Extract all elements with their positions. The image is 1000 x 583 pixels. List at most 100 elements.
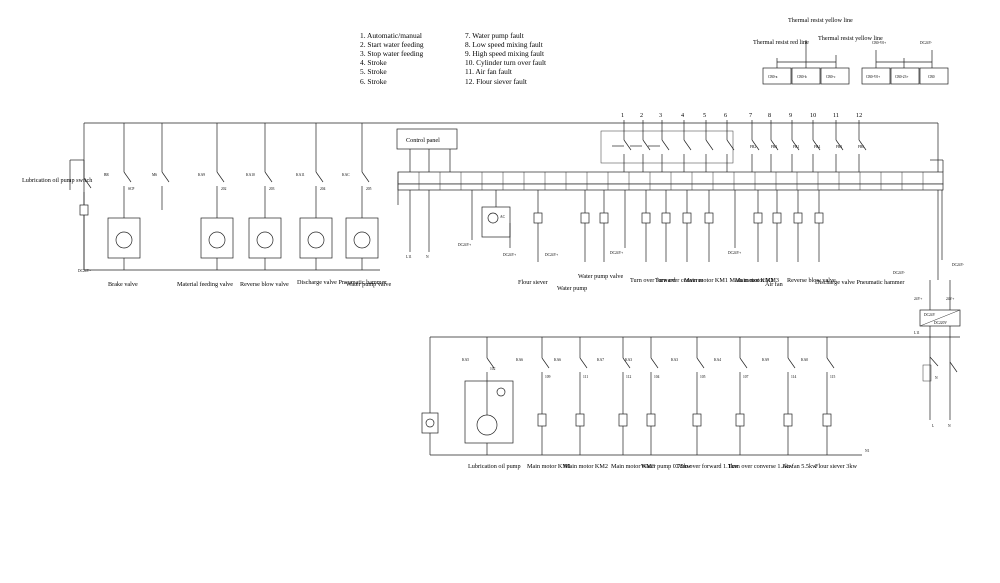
svg-text:N: N bbox=[426, 255, 429, 259]
terminal-switch bbox=[751, 139, 760, 151]
svg-text:5: 5 bbox=[703, 112, 706, 119]
load-num: 104 bbox=[654, 375, 660, 379]
svg-text:Lubrication oil pump: Lubrication oil pump bbox=[468, 463, 521, 470]
load-code: KA3 bbox=[625, 358, 632, 362]
mode-switch-box bbox=[600, 130, 734, 164]
brake-valve: BR SCP Brake valve bbox=[104, 123, 141, 288]
legend-item: 6. Stroke bbox=[360, 77, 387, 86]
legend-item: 3. Stop water feeding bbox=[360, 49, 424, 58]
svg-text:7: 7 bbox=[749, 112, 752, 119]
voltage-label: DC24V+ bbox=[610, 251, 623, 255]
thermal-top-right-label: DC24V- bbox=[920, 41, 933, 45]
svg-text:102: 102 bbox=[490, 367, 496, 371]
load-label: Main motor KM2 bbox=[564, 463, 608, 470]
load-code: KA11 bbox=[296, 173, 305, 177]
plc-label: Main motor KM1 Main motor KM2 bbox=[684, 277, 774, 284]
load-code: BR bbox=[104, 173, 109, 177]
svg-text:FR3: FR3 bbox=[771, 145, 777, 149]
legend-item: 1. Automatic/manual bbox=[360, 31, 422, 40]
terminal-switch bbox=[623, 139, 632, 151]
load-label: Flour siever 3kw bbox=[815, 463, 857, 470]
load-code: KA3 bbox=[671, 358, 678, 362]
svg-text:4: 4 bbox=[681, 112, 684, 119]
legend-item: 11. Air fan fault bbox=[465, 67, 513, 76]
plc-label: Discharge valve Pneumatic hammer bbox=[815, 279, 904, 286]
svg-text:FR5: FR5 bbox=[836, 145, 842, 149]
terminal-leads bbox=[623, 120, 867, 172]
svg-text:L11: L11 bbox=[914, 331, 920, 335]
relay-coil bbox=[618, 413, 628, 427]
load-num: 105 bbox=[700, 375, 706, 379]
thermal-yellow-label: Thermal resist yellow line bbox=[818, 35, 883, 42]
load-code: KA0 bbox=[801, 358, 808, 362]
terminal-switch bbox=[642, 139, 651, 151]
plc-label: Water pump valve bbox=[578, 273, 623, 280]
plc-label: Air fan bbox=[765, 281, 783, 288]
plc-label: Turn over forward bbox=[630, 277, 676, 284]
load-num: 111 bbox=[583, 375, 588, 379]
load-num: 114 bbox=[791, 375, 796, 379]
legend: 1. Automatic/manual 2. Start water feedi… bbox=[360, 31, 547, 86]
discharge-valve: KA11 204 Discharge valve Pneumatic hamme… bbox=[296, 123, 386, 286]
terminal-switch bbox=[791, 139, 800, 151]
load-label: Main motor KM1 bbox=[527, 463, 571, 470]
control-panel-group: Control panel bbox=[396, 128, 458, 205]
svg-text:12: 12 bbox=[856, 112, 862, 119]
power-supply: DC24V- DC24V- 24V+ 24V+ DC24V DC220V L11… bbox=[430, 159, 965, 428]
plc-label: Flour siever bbox=[518, 279, 548, 286]
terminal-switch bbox=[812, 139, 821, 151]
relay-coil bbox=[822, 413, 832, 427]
relay-coil bbox=[783, 413, 793, 427]
thermal-top-right-label: CB0-V0+ bbox=[872, 41, 886, 45]
svg-text:9: 9 bbox=[789, 112, 792, 119]
terminal-switch bbox=[726, 139, 735, 151]
lube-switch-label: Lubrication oil pump switch bbox=[22, 177, 93, 184]
plc-label: Main motor KM3 bbox=[735, 277, 779, 284]
thermal-cell: CB0-a bbox=[768, 75, 778, 79]
legend-item: 12. Flour siever fault bbox=[465, 77, 528, 86]
relay-coil bbox=[575, 413, 585, 427]
plc-cells bbox=[397, 172, 924, 190]
load-label: Main motor KM3 bbox=[611, 463, 655, 470]
thermal-resist-block: Thermal resist yellow line Thermal resis… bbox=[753, 17, 949, 85]
svg-text:FR2: FR2 bbox=[750, 145, 756, 149]
svg-text:8: 8 bbox=[768, 112, 771, 119]
voltage-label: DC24V+ bbox=[728, 251, 741, 255]
svg-text:DC220V: DC220V bbox=[934, 321, 947, 325]
load-num: 205 bbox=[366, 187, 372, 191]
voltage-label: DC24V- bbox=[952, 263, 965, 267]
load-num: 115 bbox=[830, 375, 835, 379]
terminal-switch bbox=[770, 139, 779, 151]
thermal-cell: CB0-V0+ bbox=[866, 75, 880, 79]
voltage-label: DC24V+ bbox=[503, 253, 516, 257]
thermal-cell: CB0-c bbox=[826, 75, 836, 79]
svg-text:24V+: 24V+ bbox=[914, 297, 922, 301]
legend-item: 10. Cylinder turn over fault bbox=[465, 58, 547, 67]
load-num: 112 bbox=[626, 375, 631, 379]
plc-outputs: AC bbox=[406, 190, 904, 292]
relay-coil bbox=[646, 413, 656, 427]
lube-switch-group: Lubrication oil pump switch bbox=[22, 160, 93, 270]
load-num: 107 bbox=[743, 375, 749, 379]
load-code: KA6 bbox=[554, 358, 561, 362]
load-label: Water pump 0.75kw bbox=[641, 463, 692, 470]
svg-text:N1: N1 bbox=[865, 449, 870, 453]
svg-text:L11: L11 bbox=[406, 255, 412, 259]
svg-text:11: 11 bbox=[833, 112, 839, 119]
svg-text:FR6: FR6 bbox=[858, 145, 864, 149]
voltage-label: DC24V- bbox=[893, 271, 906, 275]
terminal-switch bbox=[683, 139, 692, 151]
thermal-cell: CB0 bbox=[928, 75, 935, 79]
svg-text:L: L bbox=[932, 424, 934, 428]
svg-text:DC24V: DC24V bbox=[924, 313, 936, 317]
load-label: Brake valve bbox=[108, 281, 138, 288]
terminal-switch bbox=[661, 139, 670, 151]
